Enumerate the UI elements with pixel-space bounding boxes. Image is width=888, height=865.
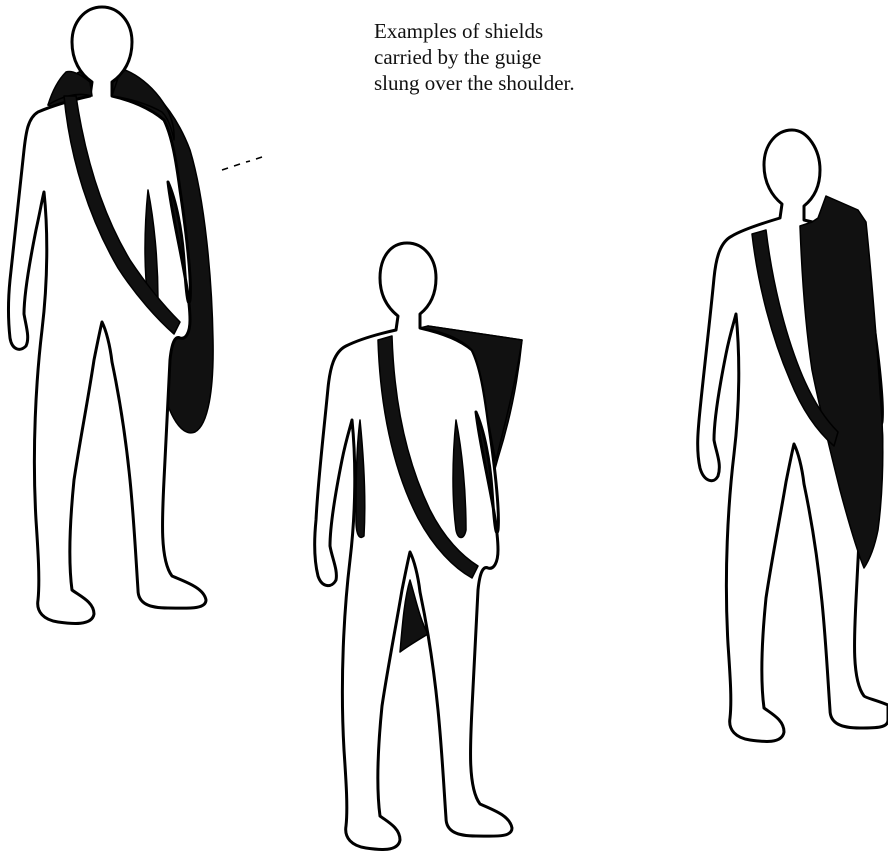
figure-1-body: [9, 7, 207, 624]
figure-1: [9, 7, 214, 624]
figure-2: [315, 243, 522, 850]
figure-3: [698, 130, 888, 742]
dash-mark: [222, 157, 262, 170]
